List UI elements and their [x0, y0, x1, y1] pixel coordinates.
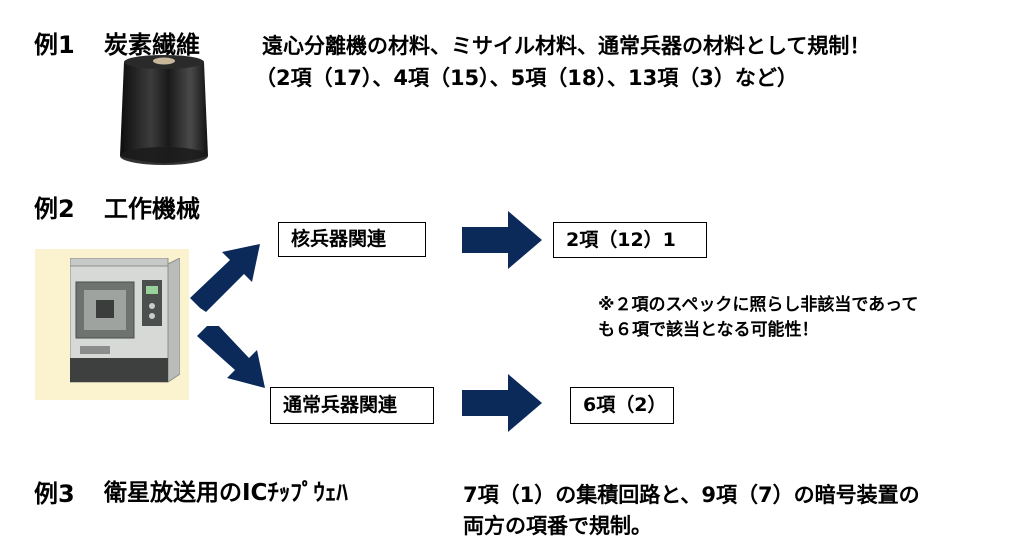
carbon-fiber-spool-image: [120, 55, 208, 165]
branch-arrow-up-icon: [190, 244, 260, 312]
example3-title: 衛星放送用のICﾁｯﾌﾟｳｪﾊ: [104, 480, 348, 506]
machine-tool-icon: [70, 258, 180, 383]
nuclear-weapons-box: 核兵器関連: [278, 222, 426, 257]
example3-description-line2: 両方の項番で規制。: [463, 514, 652, 538]
arrow-right-icon: [462, 374, 542, 432]
result-conventional-box: 6項（2）: [570, 387, 674, 424]
conventional-weapons-box: 通常兵器関連: [270, 387, 434, 424]
branch-arrow-down-icon: [197, 326, 265, 388]
note-line2: も６項で該当となる可能性！: [598, 320, 819, 340]
example2-label: 例2: [34, 195, 75, 223]
example1-title: 炭素繊維: [104, 31, 200, 59]
example2-title: 工作機械: [104, 195, 200, 223]
arrow-right-icon: [462, 211, 542, 269]
result-nuclear-box: 2項（12）1: [553, 222, 707, 258]
example3-description-line1: 7項（1）の集積回路と、9項（7）の暗号装置の: [463, 483, 920, 507]
example3-label: 例3: [34, 480, 75, 508]
example1-description-line1: 遠心分離機の材料、ミサイル材料、通常兵器の材料として規制！: [262, 34, 871, 58]
example1-description-line2: （2項（17）、4項（15）、5項（18）、13項（3）など）: [255, 66, 798, 90]
example1-label: 例1: [34, 31, 75, 59]
note-line1: ※２項のスペックに照らし非該当であって: [598, 295, 919, 315]
